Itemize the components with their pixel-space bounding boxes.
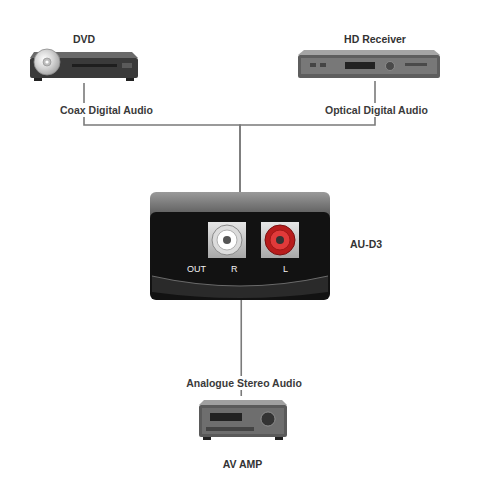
dvd-foot xyxy=(34,78,42,81)
dvd-foot xyxy=(126,78,134,81)
dvd-player: DVD xyxy=(28,33,140,83)
jack-plate xyxy=(208,222,246,258)
converter-rim xyxy=(152,276,328,286)
dvd-slot xyxy=(72,64,117,67)
receiver-button xyxy=(310,63,316,67)
rca-pin xyxy=(223,236,231,244)
white-rca-jack xyxy=(212,225,242,255)
hd-receiver: HD Receiver xyxy=(305,33,445,81)
converter-base xyxy=(152,276,328,298)
amp-foot xyxy=(203,437,211,440)
port-label: OUT xyxy=(187,264,206,274)
amp-foot xyxy=(275,437,283,440)
dvd-disc xyxy=(34,49,60,75)
port-label: R xyxy=(231,264,238,274)
av-amplifier: AV AMP xyxy=(195,396,290,472)
receiver-display xyxy=(345,62,375,69)
port-label: L xyxy=(283,264,288,274)
jack-plate xyxy=(261,222,299,258)
rca-pin xyxy=(276,236,284,244)
receiver-panel xyxy=(301,58,437,74)
amp-display xyxy=(210,413,242,421)
audio-cable xyxy=(240,81,375,192)
receiver-knob xyxy=(386,62,395,71)
disc-hole xyxy=(45,60,48,63)
signal-label: Coax Digital Audio xyxy=(58,103,155,117)
receiver-body xyxy=(298,55,440,78)
receiver-top xyxy=(298,50,440,55)
amp-panel xyxy=(202,408,284,434)
amp-body xyxy=(199,405,287,437)
white-rca-ring xyxy=(217,230,237,250)
signal-label: Optical Digital Audio xyxy=(323,103,430,117)
red-rca-jack xyxy=(265,225,295,255)
red-rca-ring xyxy=(270,230,290,250)
dvd-button xyxy=(122,63,132,68)
converter-front xyxy=(150,212,330,300)
amp-strip xyxy=(206,427,254,431)
audio-cable xyxy=(84,83,240,192)
device-name: DVD xyxy=(28,33,140,45)
receiver-strip xyxy=(405,63,427,66)
amp-top xyxy=(199,400,287,405)
device-name: AU-D3 xyxy=(350,238,410,250)
amp-knob xyxy=(261,412,275,426)
disc-hub xyxy=(43,58,51,66)
device-name: AV AMP xyxy=(195,458,290,470)
device-name: HD Receiver xyxy=(305,33,445,45)
converter-box: AU-D3 xyxy=(150,192,330,300)
signal-label: Analogue Stereo Audio xyxy=(182,376,306,390)
receiver-button xyxy=(320,63,326,67)
